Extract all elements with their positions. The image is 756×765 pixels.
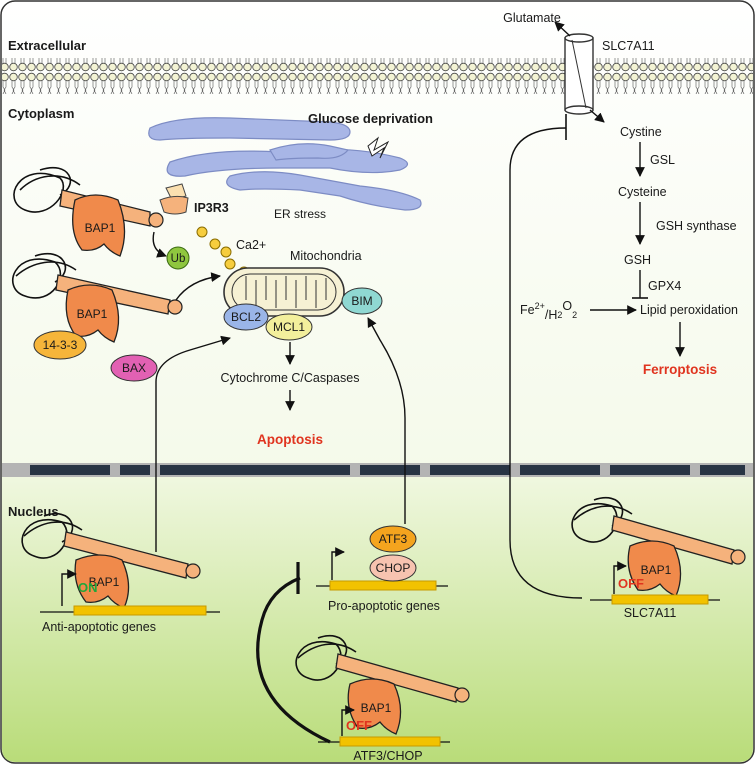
nuclear-bap1-on: BAP1 [21, 513, 201, 609]
pro-apoptotic-label: Pro-apoptotic genes [328, 599, 440, 613]
transporter-to-cystine-arrow [589, 109, 605, 123]
transcription-start-pro [331, 547, 345, 580]
atf3-chop-gene-bar [339, 736, 441, 747]
slc7a11-gene-label: SLC7A11 [624, 606, 677, 620]
ip3r3-label: IP3R3 [194, 201, 229, 215]
bap1-ip3r3-complex: BAP1 [13, 167, 164, 257]
anti-apoptotic-gene-bar [73, 605, 207, 616]
cytoplasm-label: Cytoplasm [8, 106, 74, 121]
nuclear-bap1-off-slc7a11: BAP1 [571, 497, 746, 597]
lipid-peroxidation-label: Lipid peroxidation [640, 303, 738, 317]
bcl2 [223, 303, 269, 331]
transcription-start-atf3 [341, 705, 355, 736]
ubiquitination-arrow [152, 231, 167, 258]
slc7a11-gene-bar [611, 594, 709, 605]
gpx4-label: GPX4 [648, 279, 681, 293]
chop-label: CHOP [376, 561, 411, 575]
er-stress-label: ER stress [274, 207, 326, 221]
endoplasmic-reticulum [148, 117, 422, 211]
off-label: OFF [618, 576, 644, 591]
glucose-deprivation-label: Glucose deprivation [308, 111, 433, 126]
glutamate-export-arrow [554, 21, 571, 37]
apoptosis-label: Apoptosis [257, 432, 323, 447]
anti-apoptotic-to-mcl1-arrow [155, 335, 231, 552]
nucleus-label: Nucleus [8, 504, 59, 519]
bim [341, 287, 383, 315]
bax-label: BAX [122, 361, 146, 375]
lightning-icon [367, 136, 390, 159]
atf3-to-bim-arrow [367, 317, 406, 524]
pro-apoptotic-gene-bar [329, 580, 437, 591]
extracellular-label: Extracellular [8, 38, 86, 53]
nuclear-envelope [2, 463, 753, 477]
cell-membrane [2, 58, 753, 94]
off-label: OFF [346, 718, 372, 733]
protein-14-3-3 [33, 330, 87, 360]
slc7a11-transporter [564, 33, 594, 115]
cytochrome-c-label: Cytochrome C/Caspases [221, 371, 360, 385]
fe-h2o2-label: Fe2+/H2O2 [520, 299, 577, 322]
p1433-label: 14-3-3 [43, 338, 78, 352]
chop [369, 554, 417, 582]
mcl1 [265, 313, 313, 341]
slc7a11-inhibition-line [509, 127, 583, 599]
bap1-label: BAP1 [361, 701, 392, 715]
nucleus-area [2, 470, 753, 762]
glutamate-label: Glutamate [503, 11, 561, 25]
anti-apoptotic-label: Anti-apoptotic genes [42, 620, 156, 634]
cystine-label: Cystine [620, 125, 662, 139]
bap1-label: BAP1 [641, 563, 672, 577]
bap1-label: BAP1 [89, 575, 120, 589]
bap1-label: BAP1 [77, 307, 108, 321]
transcription-start-slc7a11 [613, 561, 627, 594]
atf3-label: ATF3 [379, 532, 408, 546]
bax [110, 354, 158, 382]
calcium-label: Ca2+ [236, 238, 266, 252]
bap1-label: BAP1 [85, 221, 116, 235]
atf3 [369, 525, 417, 553]
slc7a11-transporter-label: SLC7A11 [602, 39, 655, 53]
atf3-chop-inhibition-line [256, 576, 331, 744]
gsh-synthase-label: GSH synthase [656, 219, 737, 233]
nuclear-bap1-off-atf3: BAP1 [295, 635, 470, 735]
transcription-start-on [61, 569, 77, 606]
on-label: ON [78, 580, 98, 595]
mitochondria-label: Mitochondria [290, 249, 362, 263]
mcl1-label: MCL1 [273, 320, 305, 334]
ubiquitin [166, 246, 190, 270]
gsh-label: GSH [624, 253, 651, 267]
bap1-to-mito-arrow [175, 272, 221, 301]
bim-label: BIM [351, 294, 372, 308]
cysteine-label: Cysteine [618, 185, 667, 199]
bcl2-label: BCL2 [231, 310, 261, 324]
ub-label: Ub [171, 253, 186, 265]
ferroptosis-label: Ferroptosis [643, 362, 717, 377]
ip3r3-receptor [159, 183, 189, 215]
bap1-1433-bax-complex: BAP1 [12, 253, 183, 343]
atf3-chop-gene-label: ATF3/CHOP [353, 749, 422, 763]
gsl-label: GSL [650, 153, 675, 167]
